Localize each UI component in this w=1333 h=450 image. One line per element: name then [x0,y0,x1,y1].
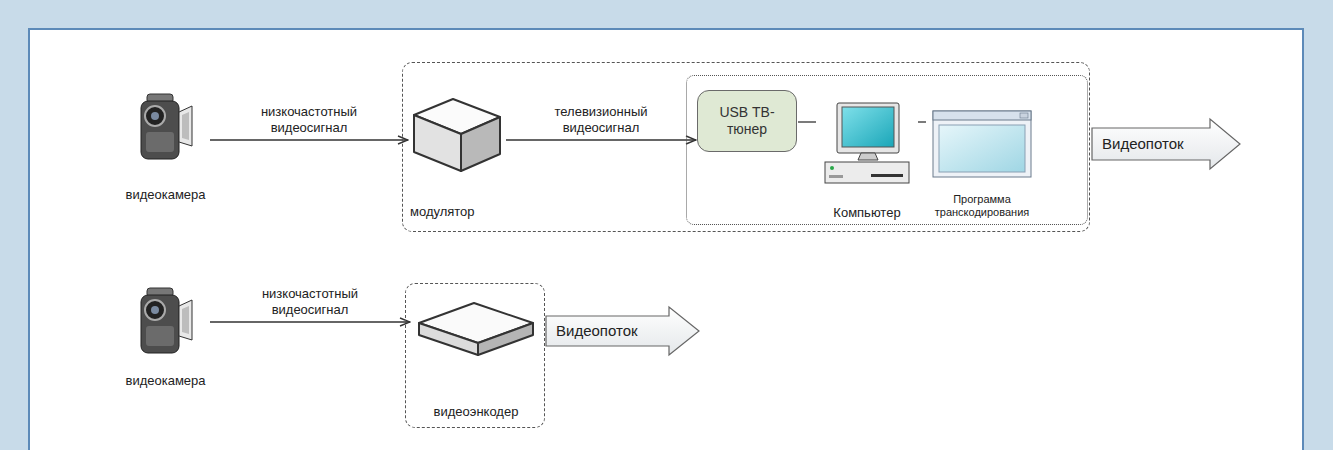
node-label: видеокамера [125,373,205,389]
monitor-stand [858,153,878,160]
camera-icon [138,286,194,360]
window-pane [939,125,1025,172]
camera-icon [138,92,194,166]
computer-node: Компьютер [817,98,917,224]
node-label: USB ТВ-тюнер [710,104,784,138]
window-icon [932,110,1032,180]
camera-lens [145,106,165,126]
power-led [830,166,834,170]
connector [210,139,408,140]
system-unit [825,162,909,183]
drive-slot [871,174,903,177]
modulator-node: модулятор [409,89,505,223]
encoder-front [419,323,478,355]
camera-node: видеокамера [122,282,209,392]
edge-label: низкочастотный видеосигнал [261,104,357,137]
dashed-group-box: модулятор USB ТВ-тюнерКомпьютер Программа … [402,62,1090,232]
window-frame [933,111,1031,177]
connector [506,139,696,140]
node-label: Видеопоток [556,322,638,340]
window-titlebar [933,111,1031,120]
connector [918,121,926,122]
drive-button [829,175,843,178]
node-label: Видеопоток [1102,135,1184,153]
camera-lens-glass [151,306,159,314]
dashed-group-box: видеоэнкодер [405,283,545,428]
camera-stripe [146,132,174,152]
computer-icon [821,102,913,186]
camera-lens [145,300,165,320]
window-button [1020,113,1028,118]
edge-label: телевизионный видеосигнал [554,104,647,137]
connector [210,321,410,322]
node-label: модулятор [410,204,475,220]
tuner-box: USB ТВ-тюнер [697,90,797,152]
cube-icon [411,93,503,173]
camera-stripe [146,326,174,346]
arrow-outline [1092,119,1240,169]
arrow-outline [546,307,699,355]
node-label: Программа транскодирования [935,193,1029,219]
stream-arrow: Видеопоток [1092,118,1242,170]
connector [798,121,816,122]
encoder-node: видеоэнкодер [411,293,541,423]
cube-side [461,117,500,171]
edge-label: низкочастотный видеосигнал [262,286,358,319]
dotted-group-box: USB ТВ-тюнерКомпьютер Программа транскоди… [686,75,1088,225]
program-node: Программа транскодирования [927,106,1037,222]
camera-node: видеокамера [122,88,209,206]
encoder-side [478,323,533,355]
camera-lens-glass [151,112,159,120]
node-label: видеоэнкодер [434,404,519,420]
monitor-frame [837,103,899,153]
node-label: видеокамера [125,187,205,203]
camera-screen [179,300,192,340]
node-label: Компьютер [833,205,900,221]
encoder-icon [416,297,536,359]
camera-screen-glass [182,306,189,334]
camera-screen-glass [182,112,189,140]
panel-background [28,28,1304,450]
monitor-screen [842,107,894,147]
cube-front [414,115,461,171]
stream-arrow: Видеопоток [546,306,701,356]
camera-body [141,295,179,353]
camera-body [141,101,179,159]
camera-screen [179,106,192,146]
